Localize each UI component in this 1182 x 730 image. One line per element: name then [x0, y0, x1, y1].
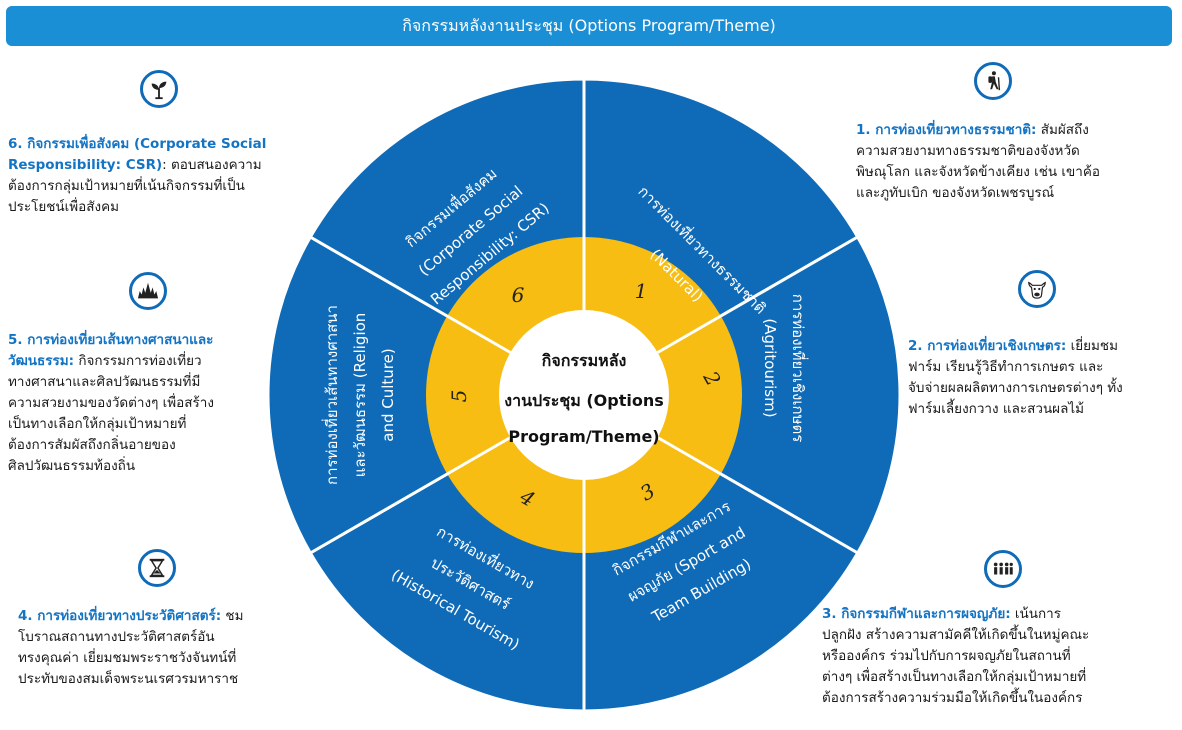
description-1: 1. การท่องเที่ยวทางธรรมชาติ: สัมผัสถึง ค…	[856, 120, 1174, 204]
center-line-3: Program/Theme)	[508, 427, 659, 446]
description-6-line-1: : ตอบสนองความ	[162, 157, 262, 173]
description-4: 4. การท่องเที่ยวทางประวัติศาสตร์: ชม โบร…	[18, 606, 338, 690]
ring-number-6: 6	[512, 283, 525, 307]
ring-divider-3	[656, 436, 722, 476]
ring-number-5: 5	[447, 390, 471, 403]
segment-5-line-3: and Culture)	[379, 348, 397, 441]
plant-icon	[140, 70, 178, 108]
description-1-line-2: ความสวยงามทางธรรมชาติของจังหวัด	[856, 143, 1080, 159]
description-1-line-4: และภูทับเบิก ของจังหวัดเพชรบูรณ์	[856, 185, 1055, 201]
description-3-line-5: ต้องการสร้างความร่วมมือให้เกิดขึ้นในองค์…	[822, 690, 1083, 706]
description-6-title-2: Responsibility: CSR)	[8, 157, 163, 173]
description-5-line-5: ต้องการสัมผัสถึงกลิ่นอายของ	[8, 437, 176, 453]
segment-5-line-2: และวัฒนธรรม (Religion	[351, 313, 369, 478]
hourglass-icon	[138, 549, 176, 587]
description-5: 5. การท่องเที่ยวเส้นทางศาสนาและ วัฒนธรรม…	[8, 330, 280, 477]
description-5-line-3: ความสวยงามของวัดต่างๆ เพื่อสร้าง	[8, 395, 214, 411]
cow-icon	[1018, 270, 1056, 308]
description-2: 2. การท่องเที่ยวเชิงเกษตร: เยี่ยมชม ฟาร์…	[908, 336, 1176, 420]
ring-divider-6	[446, 314, 512, 354]
description-2-line-2: ฟาร์ม เรียนรู้วิธีทำการเกษตร และ	[908, 359, 1104, 375]
description-3-line-1: เน้นการ	[1010, 606, 1061, 622]
description-3-line-3: หรือองค์กร ร่วมไปกับการผจญภัยในสถานที่	[822, 648, 1071, 664]
description-4-line-3: ทรงคุณค่า เยี่ยมชมพระราชวังจันทน์ที่	[18, 650, 237, 666]
description-4-title: 4. การท่องเที่ยวทางประวัติศาสตร์:	[18, 608, 222, 624]
ring-number-1: 1	[635, 279, 648, 303]
hiker-icon	[974, 62, 1012, 100]
description-3: 3. กิจกรรมกีฬาและการผจญภัย: เน้นการ ปลูก…	[822, 604, 1178, 709]
description-6-line-2: ต้องการกลุ่มเป้าหมายที่เน้นกิจกรรมที่เป็…	[8, 178, 245, 194]
description-1-line-3: พิษณุโลก และจังหวัดข้างเคียง เช่น เขาค้อ	[856, 164, 1100, 180]
description-5-line-1: กิจกรรมการท่องเที่ยว	[74, 353, 202, 369]
description-2-line-1: เยี่ยมชม	[1066, 338, 1118, 354]
segment-label-2: การท่องเที่ยวเชิงเกษตร (Agritourism)	[761, 294, 809, 443]
description-3-line-4: ต่างๆ เพื่อสร้างเป็นทางเลือกให้กลุ่มเป้า…	[822, 669, 1087, 685]
description-2-line-4: ฟาร์มเลี้ยงกวาง และสวนผลไม้	[908, 401, 1085, 417]
description-6-title: 6. กิจกรรมเพื่อสังคม (Corporate Social	[8, 136, 267, 152]
description-5-line-6: ศิลปวัฒนธรรมท้องถิ่น	[8, 458, 136, 474]
segment-5-line-1: การท่องเที่ยวเส้นทางศาสนา	[321, 305, 341, 485]
description-5-line-4: เป็นทางเลือกให้กลุ่มเป้าหมายที่	[8, 416, 187, 432]
ring-dividers	[446, 237, 722, 553]
segment-label-5: การท่องเที่ยวเส้นทางศาสนา และวัฒนธรรม (R…	[321, 305, 397, 485]
description-5-line-2: ทางศาสนาและศิลปวัฒนธรรมที่มี	[8, 374, 201, 390]
center-line-2: งานประชุม (Options	[504, 391, 663, 411]
segment-2-line-2: (Agritourism)	[761, 318, 779, 417]
description-2-title: 2. การท่องเที่ยวเชิงเกษตร:	[908, 338, 1067, 354]
team-icon	[984, 550, 1022, 588]
description-4-line-4: ประทับของสมเด็จพระนเรศวรมหาราช	[18, 671, 239, 687]
temple-icon	[129, 272, 167, 310]
description-1-title: 1. การท่องเที่ยวทางธรรมชาติ:	[856, 122, 1037, 138]
description-3-title: 3. กิจกรรมกีฬาและการผจญภัย:	[822, 606, 1011, 622]
banner-title: กิจกรรมหลังงานประชุม (Options Program/Th…	[402, 15, 776, 35]
segment-2-line-1: การท่องเที่ยวเชิงเกษตร	[789, 294, 809, 443]
description-6-line-3: ประโยชน์เพื่อสังคม	[8, 199, 120, 215]
ring-divider-5	[446, 436, 512, 476]
description-1-line-1: สัมผัสถึง	[1036, 122, 1089, 138]
description-2-line-3: จับจ่ายผลผลิตทางการเกษตรต่างๆ ทั้ง	[908, 380, 1123, 396]
description-6: 6. กิจกรรมเพื่อสังคม (Corporate Social R…	[8, 134, 338, 218]
center-circle	[499, 310, 669, 480]
description-4-line-1: ชม	[221, 608, 244, 624]
title-banner: กิจกรรมหลังงานประชุม (Options Program/Th…	[6, 6, 1172, 46]
description-4-line-2: โบราณสถานทางประวัติศาสตร์อัน	[18, 629, 215, 645]
description-3-line-2: ปลูกฝัง สร้างความสามัคคีให้เกิดขึ้นในหมู…	[822, 627, 1090, 643]
description-5-title-2: วัฒนธรรม:	[8, 353, 75, 369]
center-line-1: กิจกรรมหลัง	[541, 351, 626, 370]
ring-divider-2	[656, 314, 722, 354]
description-5-title: 5. การท่องเที่ยวเส้นทางศาสนาและ	[8, 332, 214, 348]
